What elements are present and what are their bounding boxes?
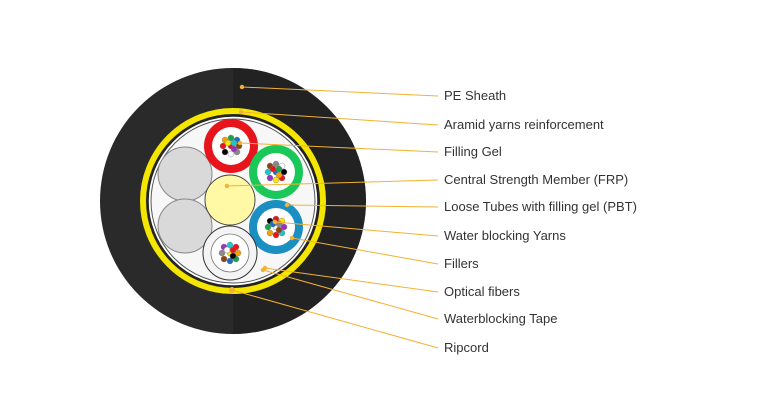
leader-line-waterblocking-tape bbox=[262, 269, 439, 320]
fiber bbox=[230, 139, 238, 147]
fiber bbox=[226, 257, 234, 265]
leader-dot-aramid-yarns bbox=[238, 109, 244, 115]
leader-dot-filling-gel bbox=[237, 140, 243, 146]
fiber bbox=[280, 223, 288, 231]
fiber bbox=[272, 176, 280, 184]
leader-lines bbox=[224, 84, 439, 349]
label-loose-tubes: Loose Tubes with filling gel (PBT) bbox=[444, 199, 637, 214]
filler-lower bbox=[157, 198, 213, 254]
filler-upper bbox=[157, 146, 213, 202]
label-ripcord: Ripcord bbox=[444, 340, 489, 355]
leader-line-loose-tubes bbox=[286, 204, 439, 208]
label-central-strength-member: Central Strength Member (FRP) bbox=[444, 172, 629, 187]
fiber bbox=[223, 246, 231, 254]
central-strength-member bbox=[204, 174, 256, 226]
fiber bbox=[218, 249, 226, 257]
fiber bbox=[266, 174, 274, 182]
leader-dot-water-blocking-yarns bbox=[272, 219, 278, 225]
leader-line-fillers bbox=[291, 237, 439, 265]
label-aramid-yarns: Aramid yarns reinforcement bbox=[444, 117, 604, 132]
leader-line-filling-gel bbox=[239, 142, 439, 153]
optical-fibers bbox=[218, 134, 288, 265]
fiber bbox=[230, 145, 238, 153]
leader-line-water-blocking-yarns bbox=[274, 221, 439, 237]
fiber bbox=[229, 246, 237, 254]
fiber bbox=[264, 223, 272, 231]
fiber bbox=[280, 168, 288, 176]
fiber bbox=[219, 142, 227, 150]
fiber bbox=[227, 150, 235, 158]
leader-dot-pe-sheath bbox=[239, 84, 245, 90]
leader-dot-central-strength-member bbox=[224, 183, 230, 189]
leader-dot-fillers bbox=[289, 235, 295, 241]
fiber bbox=[275, 226, 283, 234]
leader-line-optical-fibers bbox=[264, 267, 439, 293]
leader-line-aramid-yarns bbox=[240, 111, 439, 126]
leader-line-pe-sheath bbox=[241, 86, 439, 97]
label-optical-fibers: Optical fibers bbox=[444, 284, 520, 299]
leader-dot-ripcord bbox=[229, 287, 235, 293]
label-fillers: Fillers bbox=[444, 256, 479, 271]
fiber bbox=[227, 134, 235, 142]
label-waterblocking-tape: Waterblocking Tape bbox=[444, 311, 558, 326]
leader-line-central-strength-member bbox=[226, 179, 439, 187]
fiber bbox=[266, 229, 274, 237]
fiber bbox=[224, 139, 232, 147]
leader-dot-loose-tubes bbox=[284, 202, 290, 208]
label-filling-gel: Filling Gel bbox=[444, 144, 502, 159]
fiber bbox=[229, 252, 237, 260]
fiber bbox=[272, 160, 280, 168]
fiber bbox=[234, 249, 242, 257]
fiber bbox=[226, 241, 234, 249]
fiber bbox=[264, 168, 272, 176]
fiber bbox=[275, 171, 283, 179]
label-pe-sheath: PE Sheath bbox=[444, 88, 507, 103]
fiber bbox=[272, 231, 280, 239]
leader-line-ripcord bbox=[231, 289, 439, 349]
fiber bbox=[269, 165, 277, 173]
fiber bbox=[275, 165, 283, 173]
leader-dot-waterblocking-tape bbox=[260, 267, 266, 273]
label-water-blocking-yarns: Water blocking Yarns bbox=[444, 228, 566, 243]
fiber bbox=[220, 255, 228, 263]
fiber bbox=[221, 148, 229, 156]
